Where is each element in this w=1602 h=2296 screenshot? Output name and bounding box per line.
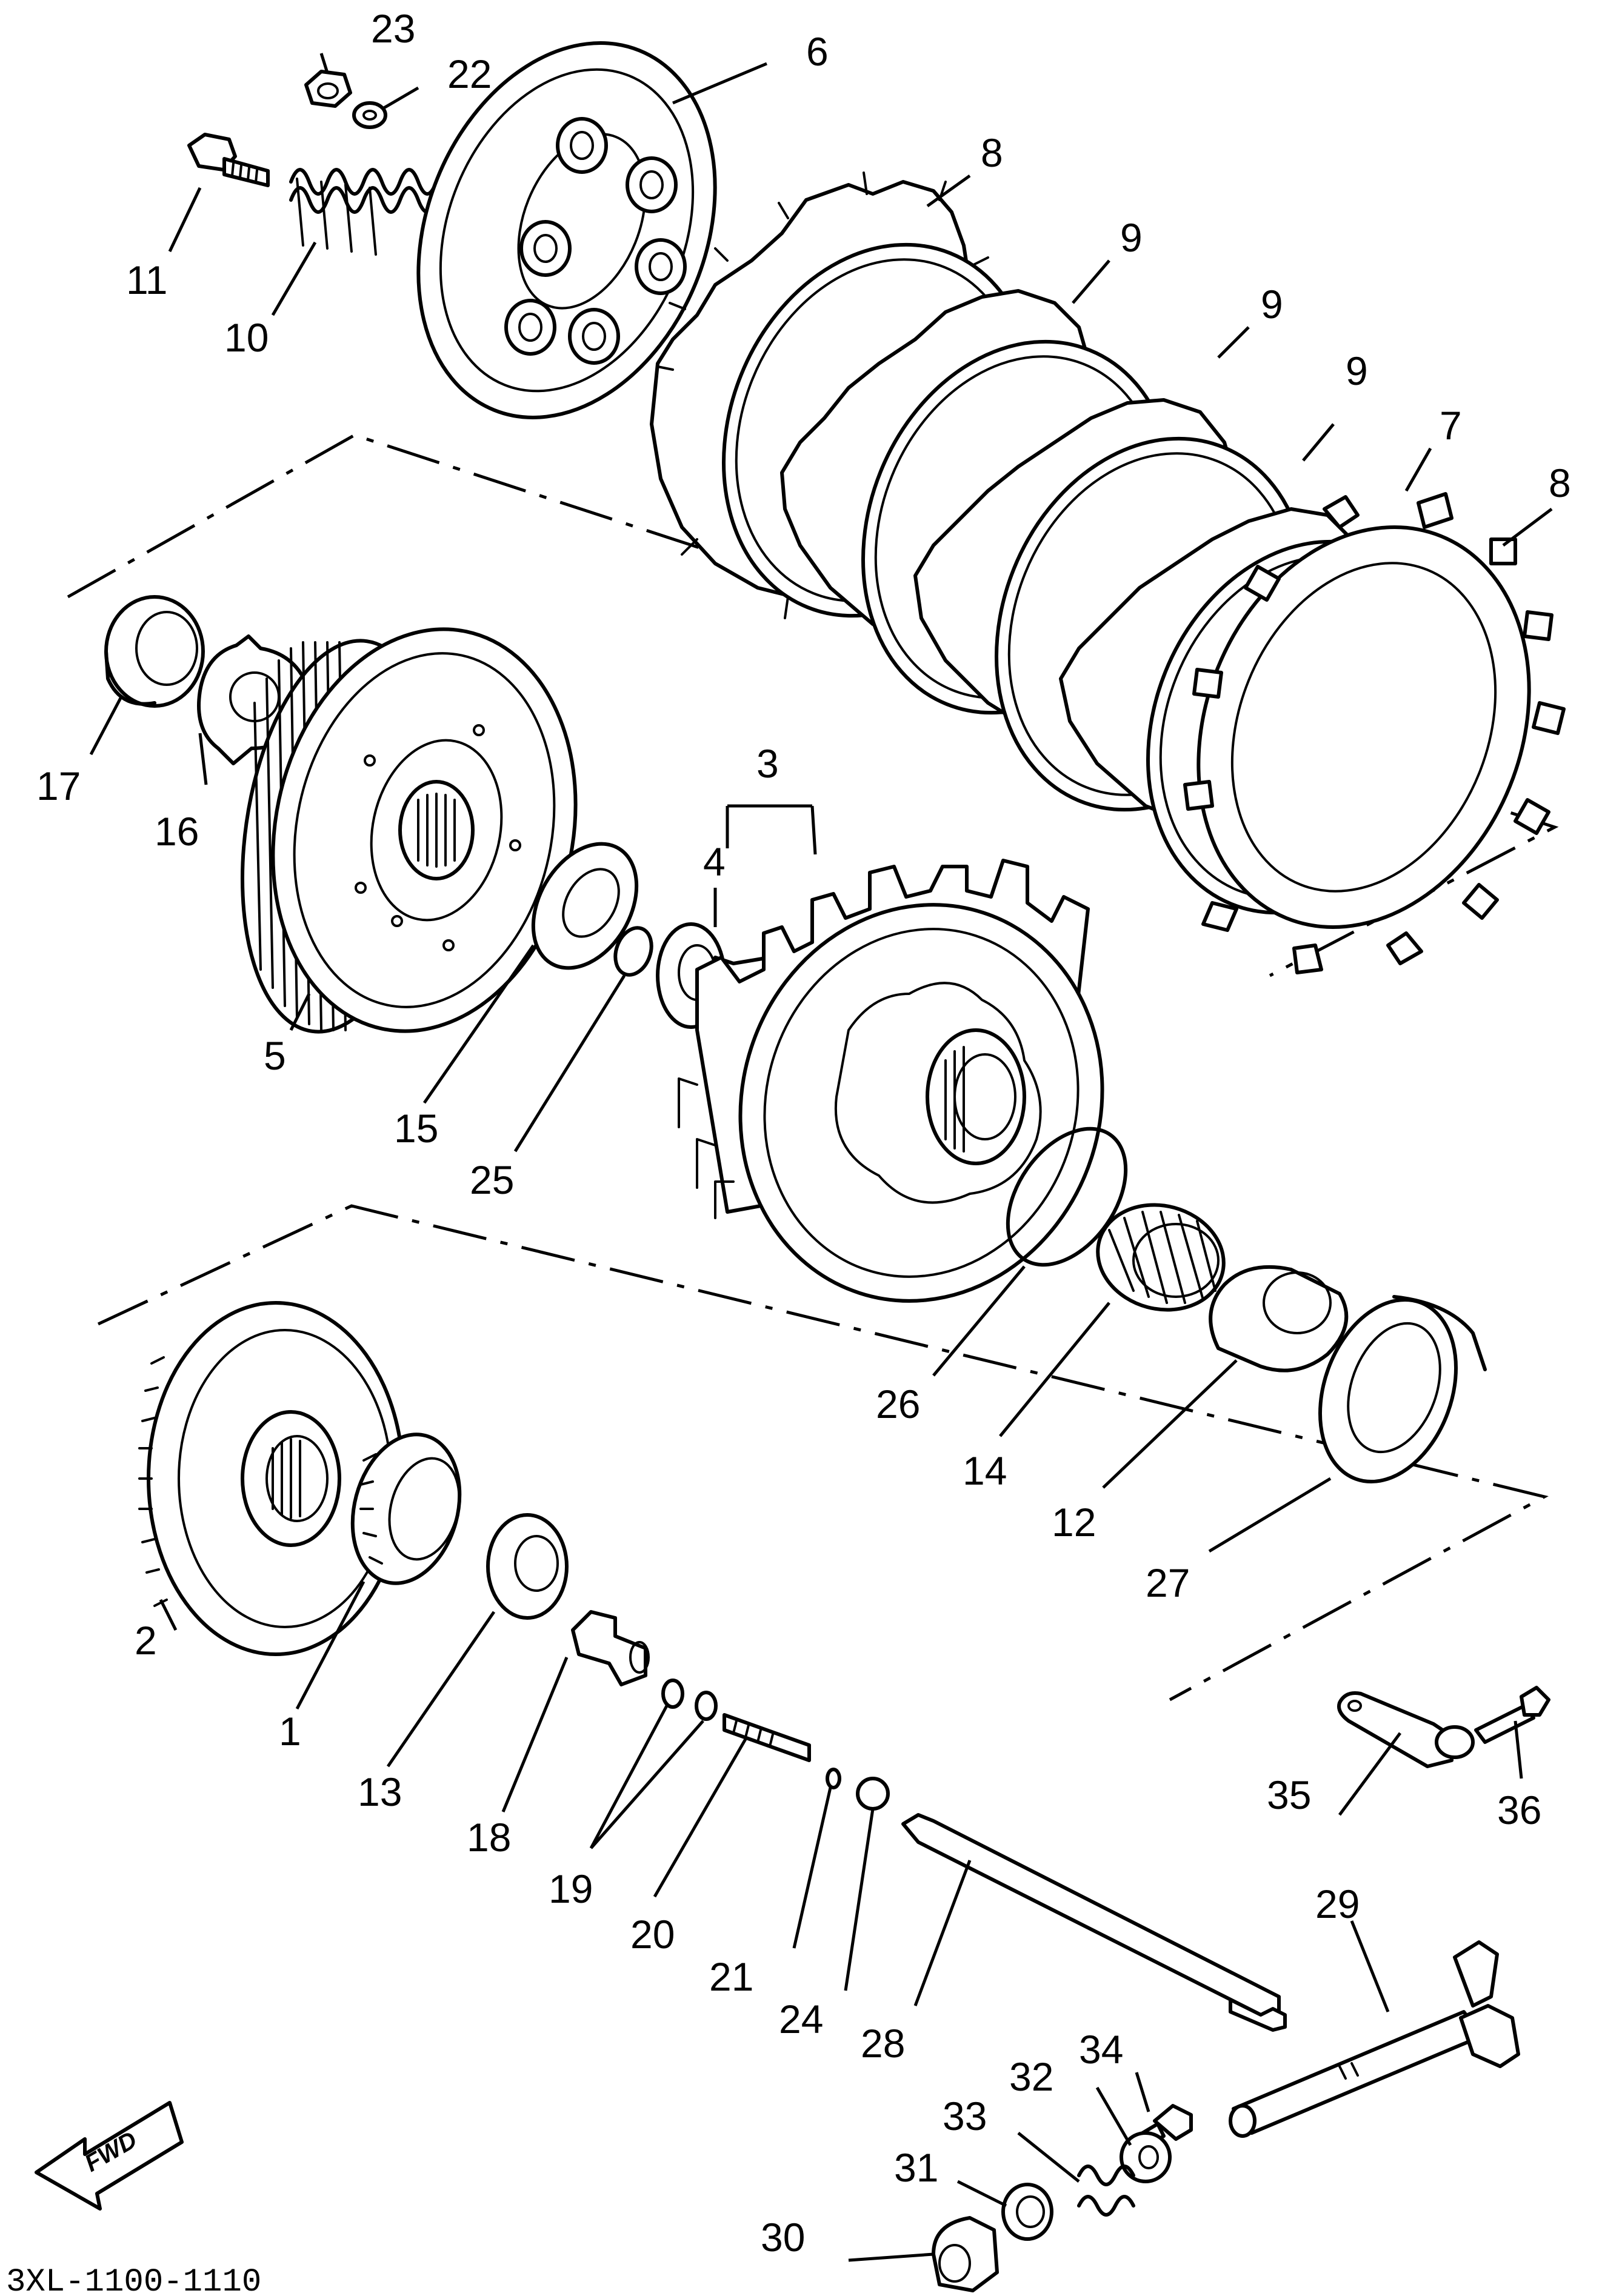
part-20-push-rod[interactable] [723,1713,811,1762]
callout-6: 6 [806,29,829,74]
diagram-code: 3XL-1100-1110 [6,2264,261,2296]
part-30-bush[interactable] [932,2216,999,2292]
part-18-push-lever-shaft[interactable] [571,1610,650,1686]
callout-24: 24 [779,1997,823,2041]
callout-15: 15 [394,1106,438,1151]
callout-8-right: 8 [1549,461,1571,505]
callout-17: 17 [36,764,81,808]
callout-18: 18 [467,1815,511,1860]
part-14-needle-bearing[interactable] [1086,1191,1236,1324]
callout-32: 32 [1009,2054,1053,2099]
callout-23: 23 [371,6,415,51]
part-35-lever[interactable] [1337,1691,1475,1768]
callout-14: 14 [963,1448,1007,1493]
part-29-push-lever-axle[interactable] [1229,1940,1520,2138]
callout-31: 31 [894,2145,938,2190]
part-17-bearing[interactable] [104,595,205,708]
part-24-ball[interactable] [856,1777,890,1811]
callout-25: 25 [470,1157,514,1202]
part-36-bolt[interactable] [1474,1686,1550,1744]
leader-lines [89,53,1553,2262]
part-21-ball[interactable] [826,1768,841,1789]
callout-29: 29 [1315,1882,1360,1926]
callout-21: 21 [709,1954,753,1999]
part-31-collar[interactable] [1001,2183,1053,2241]
callout-34: 34 [1079,2027,1123,2072]
callout-27: 27 [1146,1560,1190,1605]
callout-35: 35 [1267,1772,1311,1817]
callout-8-top: 8 [981,130,1003,175]
callout-labels: 23 22 6 11 10 8 9 9 9 7 8 17 16 3 4 5 15… [36,6,1571,2260]
callout-10: 10 [224,315,269,360]
callout-33: 33 [943,2094,987,2138]
callout-5: 5 [264,1033,286,1078]
part-32-washer[interactable] [1120,2131,1172,2183]
callout-2: 2 [135,1618,157,1663]
callout-28: 28 [861,2021,905,2066]
callout-1: 1 [279,1709,301,1754]
part-13-bearing-plate[interactable] [486,1513,569,1620]
callout-7: 7 [1440,403,1462,448]
part-19-o-ring-a[interactable] [661,1679,684,1709]
part-6-pressure-plate[interactable] [365,0,769,462]
callout-16: 16 [155,809,199,854]
callout-12: 12 [1052,1500,1096,1545]
part-3-clutch-housing[interactable] [678,857,1153,1348]
callout-9-a: 9 [1120,215,1143,260]
part-25-o-ring[interactable] [609,923,658,980]
part-8-friction-plate-e[interactable] [1141,477,1587,977]
part-27-oil-seal[interactable] [1296,1280,1487,1500]
part-28-push-rod-long[interactable] [901,1813,1287,2032]
part-12-collar[interactable] [1209,1265,1349,1373]
callout-19: 19 [549,1866,593,1911]
callout-20: 20 [630,1912,675,1957]
assembly-boundary-lower [97,1204,1549,1702]
callout-9-c: 9 [1346,348,1368,393]
part-10-spring[interactable] [289,168,456,256]
part-22-washer[interactable] [352,101,387,129]
callout-36: 36 [1497,1788,1541,1832]
callout-22: 22 [447,52,492,96]
callout-4: 4 [703,839,726,884]
part-5-primary-driven-gear[interactable] [219,601,612,1059]
callout-13: 13 [358,1769,402,1814]
part-1-bearing[interactable] [337,1422,476,1595]
part-11-bolt[interactable] [187,133,270,187]
callout-30: 30 [761,2215,805,2260]
fwd-arrow-icon: FWD [35,2101,184,2211]
callout-26: 26 [876,1382,920,1426]
part-23-nut[interactable] [304,70,352,108]
part-15-thrust-plate[interactable] [512,825,658,987]
callout-3: 3 [756,741,779,786]
part-19-o-ring-b[interactable] [695,1691,718,1721]
callout-9-b: 9 [1261,282,1283,327]
callout-11: 11 [126,258,168,302]
part-33-spring[interactable] [1077,2165,1135,2217]
